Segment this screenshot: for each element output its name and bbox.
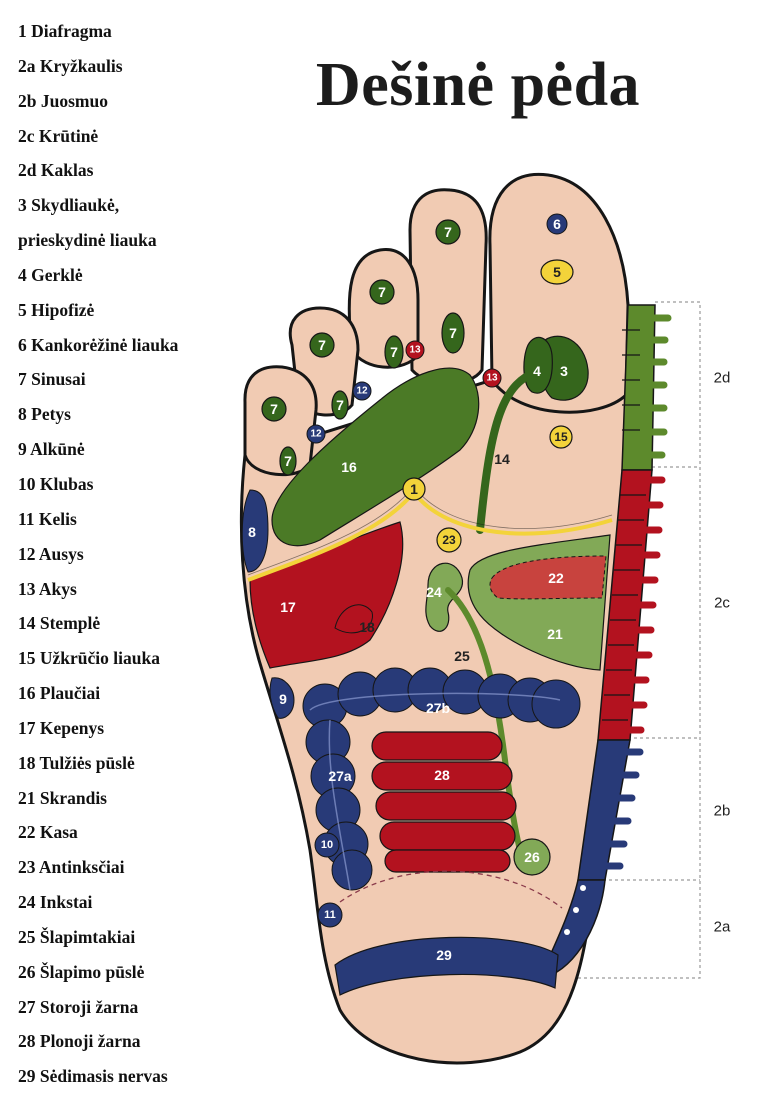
marker-27b: 27b [426, 700, 450, 716]
legend-item: 18 Tulžiės pūslė [18, 752, 135, 773]
marker-16: 16 [341, 459, 357, 475]
marker-12: 12 [356, 386, 368, 397]
marker-7: 7 [270, 401, 278, 417]
gallbladder-zone [334, 604, 373, 634]
marker-7: 7 [449, 325, 457, 341]
spine-lumbar [577, 739, 644, 881]
toe-third [347, 248, 420, 369]
small-intestine-zone [371, 731, 517, 873]
legend-item: 2a Kryžkaulis [18, 55, 123, 76]
legend-item: 16 Plaučiai [18, 683, 101, 704]
marker-21: 21 [547, 626, 563, 642]
sciatic-nerve-band [334, 936, 559, 996]
legend-item: 5 Hipofizė [18, 299, 95, 320]
legend-item: 13 Akys [18, 578, 77, 599]
large-intestine-zone [302, 667, 581, 891]
sinus-markers [261, 219, 465, 476]
marker-7: 7 [444, 224, 452, 240]
marker-1: 1 [410, 481, 418, 497]
marker-26: 26 [524, 849, 540, 865]
legend-item: 12 Ausys [18, 543, 84, 564]
legend-item: 17 Kepenys [18, 717, 105, 738]
pancreas-zone [489, 555, 607, 600]
lung-zone [271, 367, 480, 547]
legend-item: 6 Kankorėžinė liauka [18, 334, 179, 355]
page-title: Dešinė pėda [315, 51, 641, 119]
legend-item: 4 Gerklė [18, 264, 83, 285]
legend-item: 21 Skrandis [18, 787, 107, 808]
spine-neck [621, 304, 672, 471]
marker-8: 8 [248, 524, 256, 540]
legend-item: 26 Šlapimo pūslė [18, 961, 145, 982]
legend-list: 1 Diafragma 2a Kryžkaulis 2b Juosmuo 2c … [18, 18, 178, 1098]
legend-item: 10 Klubas [18, 473, 94, 494]
elbow-zone [269, 677, 295, 719]
spine-segment-label-2d: 2d [714, 370, 731, 387]
kidney-zone [425, 562, 464, 632]
marker-24: 24 [426, 584, 442, 600]
marker-12: 12 [310, 429, 322, 440]
legend-item: 29 Sėdimasis nervas [18, 1066, 168, 1087]
marker-23: 23 [442, 533, 456, 547]
marker-14: 14 [494, 451, 510, 467]
legend-item: 14 Stemplė [18, 613, 101, 634]
legend-item: 1 Diafragma [18, 21, 112, 41]
marker-27a: 27a [328, 768, 352, 784]
marker-3: 3 [560, 363, 568, 379]
esophagus-tube [476, 368, 540, 534]
marker-7: 7 [378, 284, 386, 300]
legend-item: 15 Užkrūčio liauka [18, 648, 160, 669]
marker-10: 10 [321, 839, 333, 851]
marker-17: 17 [280, 599, 296, 615]
legend-item: 7 Sinusai [18, 369, 86, 390]
hip-zone [314, 832, 340, 858]
marker-7: 7 [336, 397, 344, 413]
legend-item: 28 Plonoji žarna [18, 1031, 141, 1052]
marker-6: 6 [553, 216, 561, 232]
legend-item: 2d Kaklas [18, 160, 94, 181]
legend-item: 8 Petys [18, 404, 71, 425]
larynx-zone [523, 336, 553, 394]
toe-little [243, 365, 318, 477]
spine-segment-label-2c: 2c [714, 595, 730, 612]
spine-segment-label-2a: 2a [714, 919, 731, 936]
spine-chest [597, 469, 666, 741]
legend-item: 3 Skydliaukė, [18, 195, 120, 216]
marker-9: 9 [279, 691, 287, 707]
toe-big [488, 172, 630, 414]
legend-item: 27 Storoji žarna [18, 996, 139, 1017]
marker-18: 18 [359, 619, 375, 635]
marker-4: 4 [533, 363, 541, 379]
marker-7: 7 [318, 337, 326, 353]
heel-line [339, 870, 563, 909]
legend-item: 2b Juosmuo [18, 90, 108, 111]
marker-13: 13 [486, 373, 498, 384]
marker-28: 28 [434, 767, 450, 783]
legend-item: 2c Krūtinė [18, 125, 99, 146]
spine-segment-label-2b: 2b [714, 803, 731, 820]
marker-11: 11 [324, 909, 336, 921]
marker-25: 25 [454, 648, 470, 664]
legend-item: 25 Šlapimtakiai [18, 926, 136, 947]
legend-item: 23 Antinksčiai [18, 857, 125, 878]
bladder-zone [513, 838, 551, 876]
marker-29: 29 [436, 947, 452, 963]
shoulder-zone [241, 489, 269, 573]
ureter-tube [445, 587, 523, 853]
knee-zone [317, 902, 343, 928]
marker-7: 7 [390, 344, 398, 360]
legend-item: 9 Alkūnė [18, 439, 85, 460]
legend-item: 11 Kelis [18, 508, 77, 529]
marker-15: 15 [554, 430, 568, 444]
marker-13: 13 [409, 345, 421, 356]
marker-5: 5 [553, 264, 561, 280]
marker-7: 7 [284, 453, 292, 469]
legend-item: 24 Inkstai [18, 892, 93, 913]
legend-item: 22 Kasa [18, 822, 78, 843]
marker-22: 22 [548, 570, 564, 586]
legend-item: prieskydinė liauka [18, 230, 157, 251]
